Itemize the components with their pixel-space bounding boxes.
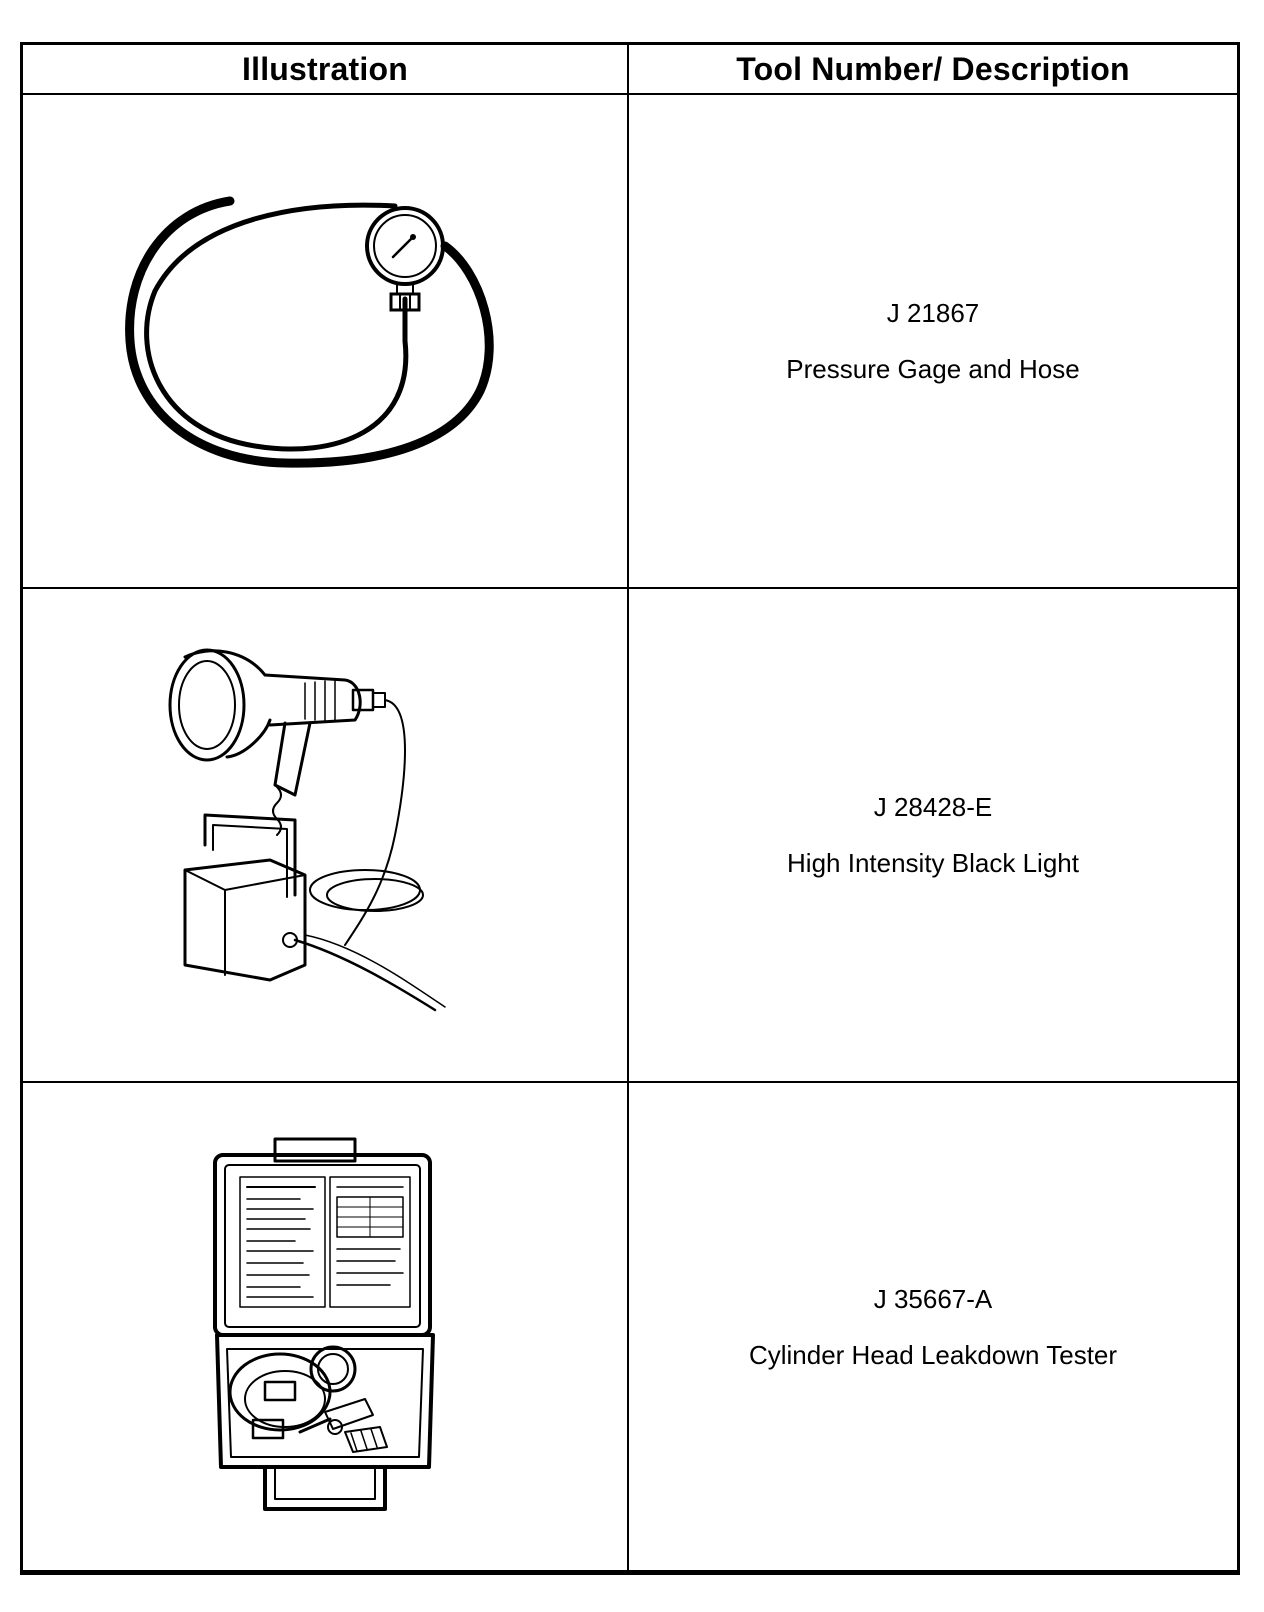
table-row-1-illustration bbox=[23, 95, 629, 589]
header-illustration-label: Illustration bbox=[242, 50, 408, 87]
header-illustration: Illustration bbox=[23, 45, 629, 95]
pressure-gage-hose-icon bbox=[125, 196, 494, 468]
header-description-label: Tool Number/ Description bbox=[736, 50, 1130, 87]
tool-description: Cylinder Head Leakdown Tester bbox=[748, 1339, 1118, 1370]
header-description: Tool Number/ Description bbox=[629, 45, 1237, 95]
tool-number: J 35667-A bbox=[873, 1283, 993, 1314]
table-row-2-illustration bbox=[23, 589, 629, 1083]
table-row-3-illustration bbox=[23, 1083, 629, 1572]
tool-description: High Intensity Black Light bbox=[787, 848, 1079, 878]
tool-description: Pressure Gage and Hose bbox=[786, 354, 1080, 384]
leakdown-tester-case-icon bbox=[213, 1137, 435, 1511]
tool-table: Illustration Tool Number/ Description bbox=[20, 42, 1240, 1575]
table-row-1-description: J 21867 Pressure Gage and Hose bbox=[629, 95, 1237, 589]
table-row-2-description: J 28428-E High Intensity Black Light bbox=[629, 589, 1237, 1083]
table-row-3-description: J 35667-A Cylinder Head Leakdown Tester bbox=[629, 1083, 1237, 1572]
tool-number: J 21867 bbox=[886, 298, 980, 328]
tool-number: J 28428-E bbox=[873, 792, 993, 822]
black-light-icon bbox=[168, 648, 446, 1012]
